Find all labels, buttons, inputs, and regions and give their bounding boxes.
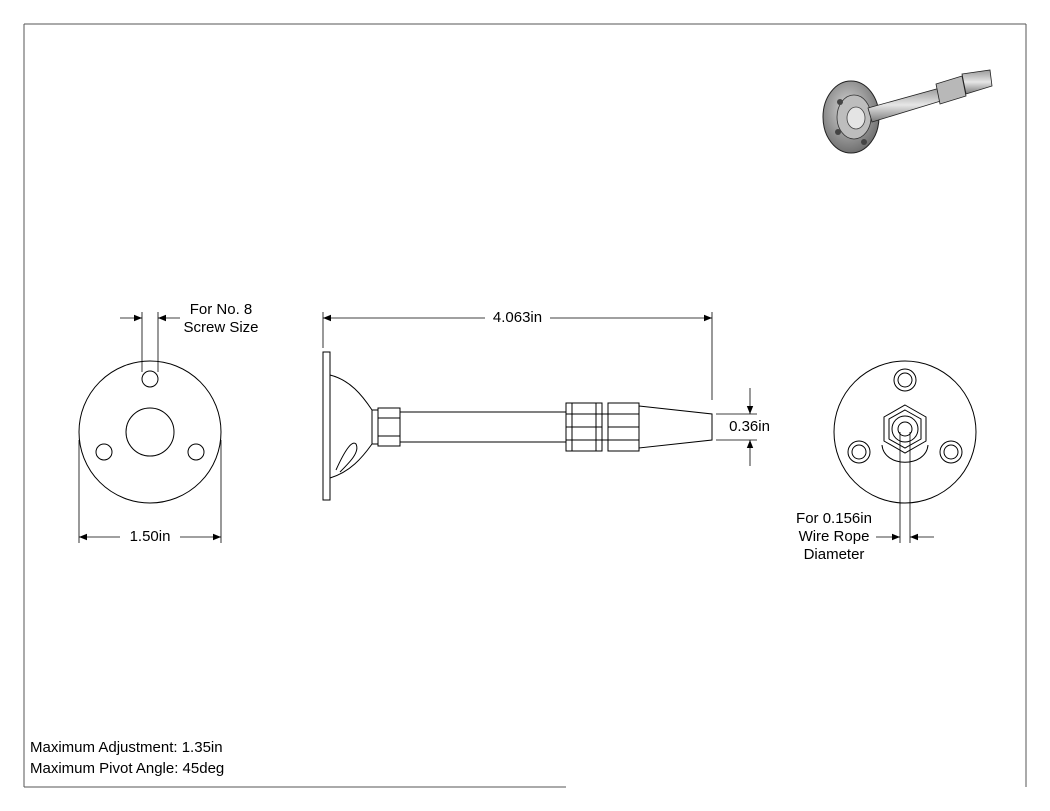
flange-plate-edge <box>322 351 331 501</box>
isometric-view <box>822 69 993 154</box>
flange-diameter-label: 1.50in <box>129 528 171 545</box>
flange-diameter-dimension <box>78 440 222 543</box>
boss-outline <box>881 444 929 463</box>
end-hole-top <box>893 368 917 392</box>
max-pivot-angle-note: Maximum Pivot Angle: 45deg <box>30 760 225 777</box>
wire-rope-line1: For 0.156in <box>796 510 872 527</box>
wire-rope-line3: Diameter <box>803 546 865 563</box>
end-view <box>833 360 977 504</box>
tip-diameter-dimension <box>716 388 757 466</box>
base-hex <box>377 407 401 447</box>
flange-front-view <box>78 360 222 504</box>
side-view <box>322 351 713 501</box>
pivot-slot <box>335 442 358 473</box>
wire-rope-line2: Wire Rope <box>798 528 870 545</box>
end-hole-left <box>847 440 871 464</box>
screw-size-line1: For No. 8 <box>189 301 253 318</box>
end-hex <box>883 404 927 454</box>
pivot-boss <box>329 374 373 479</box>
center-hole <box>125 407 175 457</box>
wire-rope-label: For 0.156in Wire Rope Diameter <box>786 510 882 564</box>
tip-diameter-label: 0.36in <box>729 418 770 435</box>
wire-hole <box>897 421 913 437</box>
screw-hole-top <box>141 370 159 388</box>
max-adjustment-note: Maximum Adjustment: 1.35in <box>30 739 223 756</box>
screw-size-label: For No. 8 Screw Size <box>175 301 267 337</box>
overall-length-label: 4.063in <box>492 309 543 326</box>
tapered-sleeve <box>638 405 713 449</box>
wire-diameter-dimension <box>876 432 934 543</box>
overall-length-dimension <box>322 312 713 400</box>
end-hole-right <box>939 440 963 464</box>
screw-size-line2: Screw Size <box>183 319 259 336</box>
screw-hole-left <box>95 443 113 461</box>
screw-size-dimension <box>120 312 180 372</box>
screw-hole-right <box>187 443 205 461</box>
sheet-border <box>23 23 1027 788</box>
threaded-shaft <box>399 411 567 443</box>
